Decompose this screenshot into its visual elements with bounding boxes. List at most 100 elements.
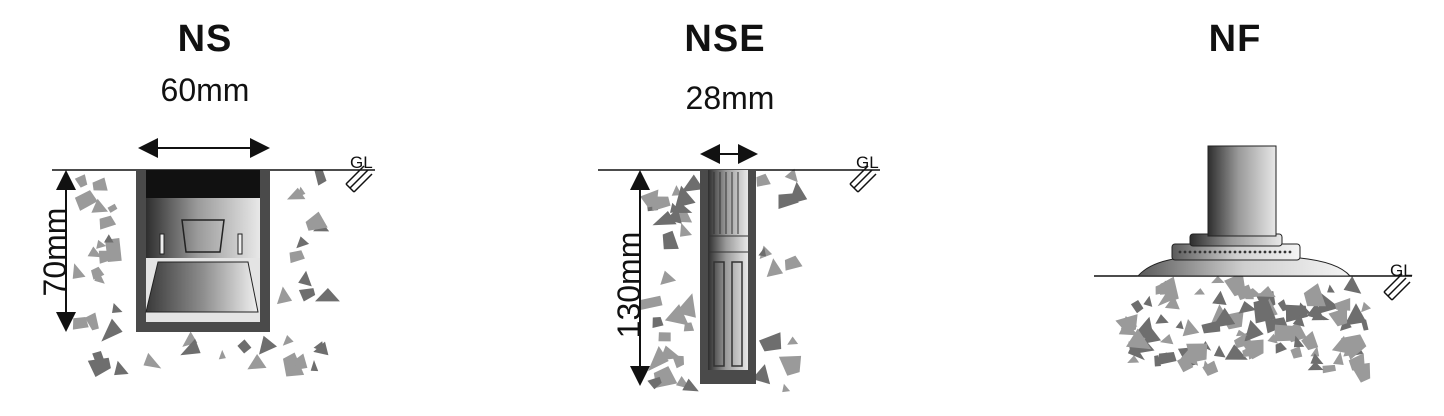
bead-dot [1243, 250, 1247, 254]
gravel-chip [1180, 345, 1199, 366]
gravel-chip [1348, 353, 1365, 371]
gravel-chip [1130, 300, 1144, 314]
gravel-chip [1274, 324, 1297, 342]
gravel-chip [293, 353, 308, 370]
gravel-chip [1175, 320, 1184, 330]
bead-dot [1233, 250, 1237, 254]
bead-dot [1278, 250, 1282, 254]
gravel-chip [1333, 351, 1344, 365]
gravel-chip [1211, 275, 1225, 284]
gravel-chip [1165, 352, 1174, 362]
nse-title: NSE [684, 18, 766, 60]
gravel-chip [305, 211, 328, 231]
gravel-chip [1328, 307, 1348, 327]
gravel-chip [652, 211, 677, 226]
gravel-chip [72, 317, 89, 330]
gravel-chip [1310, 353, 1324, 365]
gravel-chip [683, 322, 695, 332]
gravel-chip [640, 189, 659, 208]
gravel-chip [1236, 284, 1253, 301]
bead-dot [1193, 250, 1197, 254]
nf-title: NF [1208, 18, 1262, 60]
gravel-chip [672, 355, 684, 369]
bead-dot [1248, 250, 1252, 254]
nf-base-flange [1136, 257, 1352, 277]
gravel-chip [1303, 283, 1326, 307]
gravel-chip [759, 332, 782, 352]
gravel-chip [1240, 339, 1264, 360]
bead-dot [1273, 250, 1277, 254]
gravel-chip [277, 286, 293, 305]
bead-dot [1268, 250, 1272, 254]
gravel-chip [1361, 301, 1371, 313]
gravel-chip [1244, 319, 1264, 342]
nse-width-label: 28mm [685, 80, 775, 116]
gravel-chip [675, 185, 696, 208]
gravel-chip [1317, 292, 1340, 314]
gravel-chip [1126, 328, 1152, 350]
bead-dot [1178, 250, 1182, 254]
gravel-chip [1164, 295, 1180, 310]
bead-dot [1213, 250, 1217, 254]
gravel-chip [1154, 355, 1161, 367]
gravel-chip [143, 352, 162, 369]
bead-dot [1208, 250, 1212, 254]
gravel-chip [1211, 307, 1236, 328]
gravel-chip [298, 288, 316, 302]
gravel-chip [1143, 326, 1161, 344]
gravel-chip [782, 383, 791, 393]
gravel-chip [87, 246, 102, 258]
gravel-chip [680, 222, 692, 237]
gravel-chip [682, 378, 699, 392]
gravel-chip [310, 360, 319, 372]
gravel-chip [1334, 298, 1351, 311]
gravel-chip [247, 354, 267, 370]
svg-text:GL: GL [1390, 261, 1413, 280]
bead-dot [1253, 250, 1257, 254]
nf-gravel [1115, 272, 1371, 383]
gravel-chip [1159, 281, 1172, 295]
gravel-chip [87, 357, 111, 377]
gravel-chip [660, 270, 677, 285]
gravel-chip [1341, 334, 1367, 360]
nse-gl-icon: GL [849, 153, 879, 193]
gravel-chip [1257, 286, 1276, 298]
gravel-chip [1160, 334, 1174, 345]
gravel-chip [647, 376, 662, 390]
gravel-chip [1248, 288, 1262, 298]
gravel-chip [1236, 329, 1248, 337]
bead-dot [1223, 250, 1227, 254]
gravel-chip [1224, 344, 1248, 360]
bead-dot [1188, 250, 1192, 254]
gravel-chip [662, 230, 679, 250]
gravel-chip [72, 263, 86, 279]
gravel-chip [778, 193, 799, 209]
gravel-chip [681, 174, 704, 192]
gravel-chip [1292, 314, 1305, 327]
gravel-chip [107, 203, 118, 213]
gravel-chip [1307, 361, 1324, 371]
gravel-chip [674, 201, 693, 213]
gravel-chip [1301, 331, 1319, 351]
gravel-chip [1322, 364, 1336, 374]
gravel-chip [1344, 303, 1367, 326]
gravel-chip [1277, 299, 1288, 312]
ns-title: NS [177, 18, 233, 60]
gravel-chip [784, 255, 803, 271]
gravel-chip [787, 336, 799, 345]
gravel-chip [1293, 335, 1305, 348]
gravel-chip [96, 239, 107, 249]
ns-gravel [72, 170, 340, 377]
gravel-chip [91, 198, 108, 213]
gravel-chip [112, 303, 123, 313]
gravel-chip [313, 341, 325, 353]
bead-dot [1283, 250, 1287, 254]
gravel-chip [296, 236, 310, 249]
gravel-chip [84, 312, 99, 331]
gravel-chip [675, 293, 696, 318]
gravel-chip [101, 318, 123, 342]
gravel-chip [751, 364, 771, 385]
gravel-chip [91, 266, 105, 280]
gravel-chip [1238, 301, 1257, 314]
